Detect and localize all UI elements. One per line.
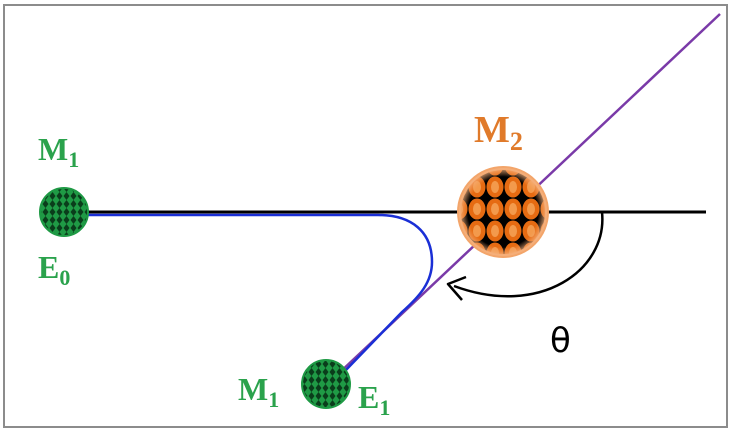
light-particle-trajectory — [86, 213, 434, 373]
scattering-angle-arc — [453, 211, 604, 298]
curved-arrow-icon — [446, 275, 467, 301]
label-e0: E0 — [38, 249, 70, 290]
label-m1-final: M1 — [238, 371, 279, 412]
label-m1-initial: M1 — [38, 131, 79, 172]
light-particle-final — [301, 359, 351, 409]
light-particle-initial — [39, 187, 89, 237]
label-m2: M2 — [474, 109, 523, 156]
heavy-particle-m2 — [457, 166, 549, 258]
diagram-frame — [3, 4, 728, 428]
label-e1: E1 — [358, 379, 390, 420]
label-theta: θ — [550, 321, 571, 361]
